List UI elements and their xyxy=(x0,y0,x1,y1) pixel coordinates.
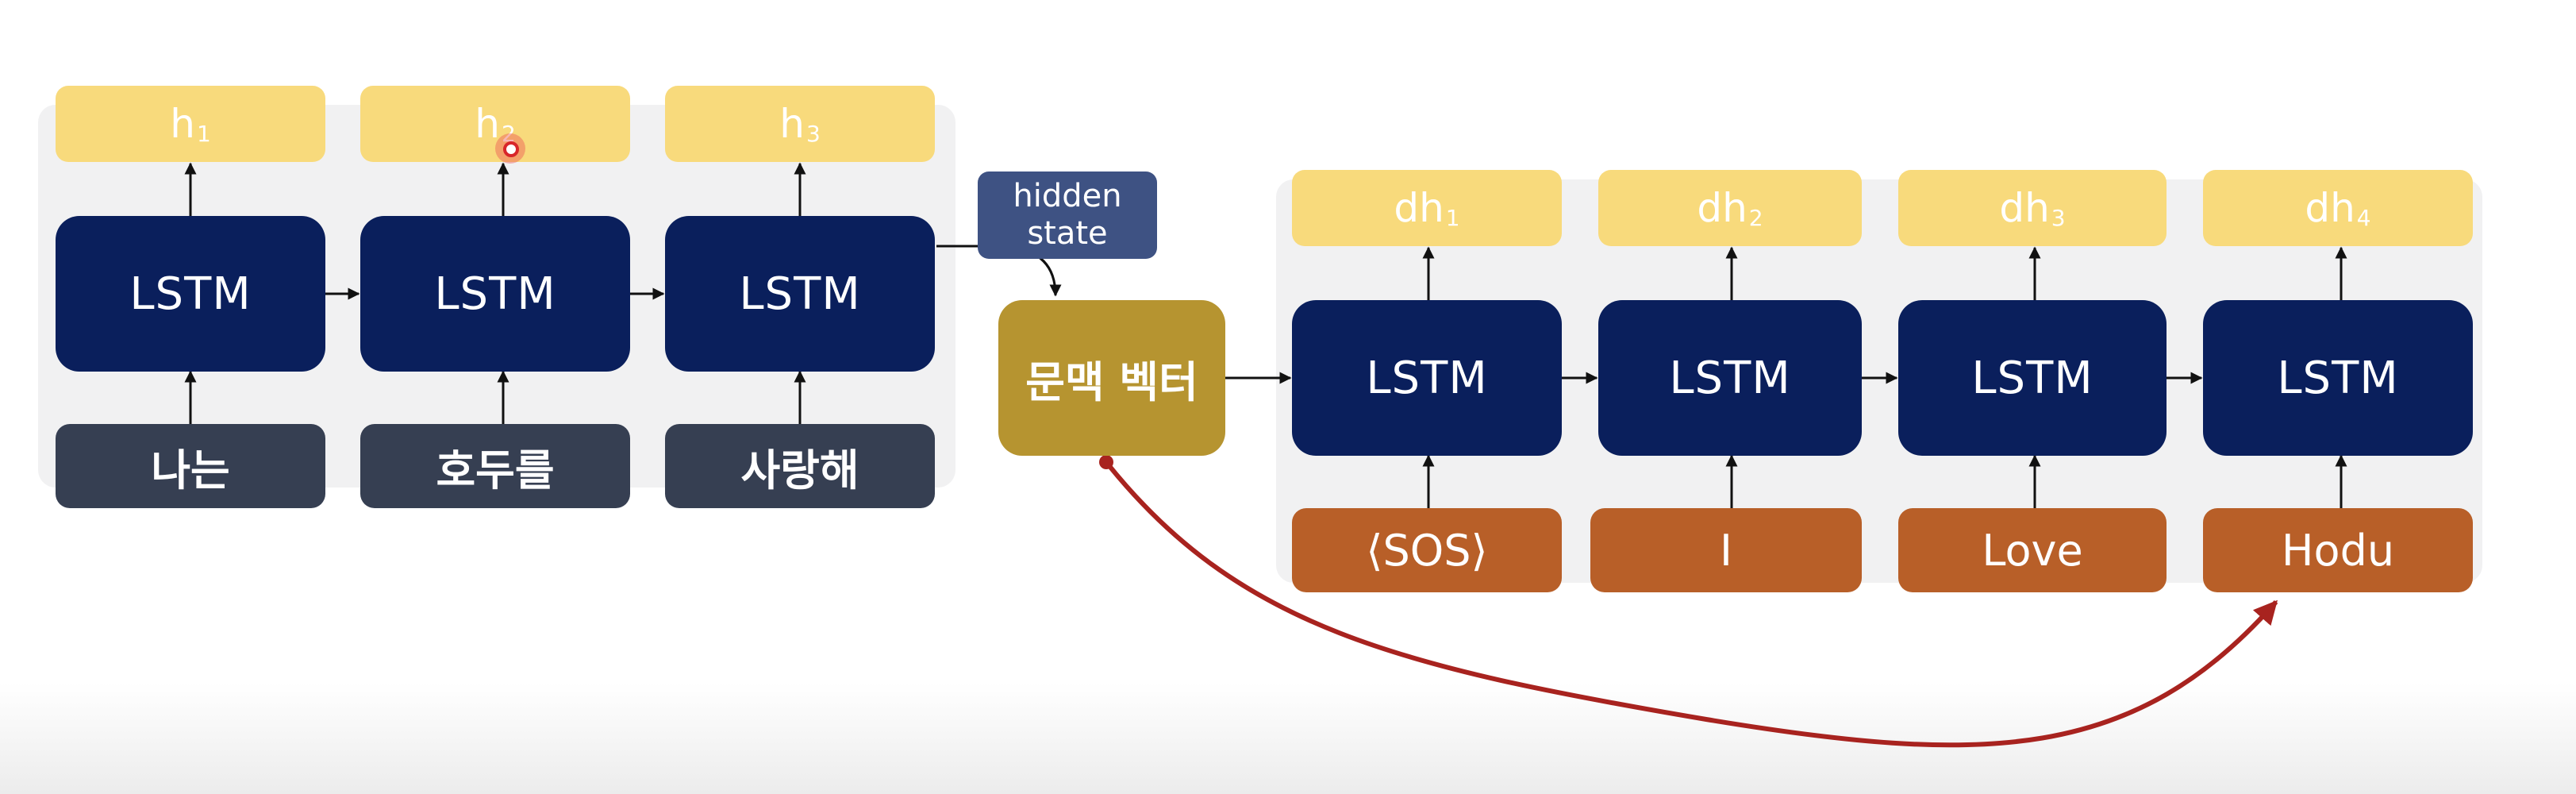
decoder-hidden-dh4-base: dh xyxy=(2305,185,2355,231)
hidden-state-label: hidden state xyxy=(978,172,1157,259)
hidden-state-label-line2: state xyxy=(1027,215,1108,252)
decoder-input-2: I xyxy=(1590,508,1862,592)
mouse-cursor-icon xyxy=(495,133,525,164)
red-curve-start-dot xyxy=(1099,455,1113,469)
encoder-hidden-h1-sub: 1 xyxy=(196,120,211,147)
decoder-lstm-1: LSTM xyxy=(1292,300,1562,456)
decoder-input-3: Love xyxy=(1898,508,2167,592)
encoder-lstm-2: LSTM xyxy=(360,216,630,372)
encoder-hidden-h3-sub: 3 xyxy=(805,120,821,147)
encoder-input-3: 사랑해 xyxy=(665,424,935,508)
encoder-lstm-3: LSTM xyxy=(665,216,935,372)
decoder-lstm-2: LSTM xyxy=(1598,300,1862,456)
encoder-lstm-1: LSTM xyxy=(56,216,325,372)
decoder-lstm-3: LSTM xyxy=(1898,300,2167,456)
encoder-hidden-h2-base: h xyxy=(475,101,500,147)
context-vector: 문맥 벡터 xyxy=(998,300,1225,456)
decoder-hidden-dh2-sub: 2 xyxy=(1748,204,1763,231)
encoder-hidden-h2-sub: 2 xyxy=(501,120,516,147)
decoder-hidden-dh1-base: dh xyxy=(1394,185,1444,231)
hidden-state-label-line1: hidden xyxy=(1013,177,1122,214)
encoder-input-2: 호두를 xyxy=(360,424,630,508)
decoder-hidden-dh4-sub: 4 xyxy=(2356,204,2371,231)
decoder-input-4: Hodu xyxy=(2203,508,2473,592)
decoder-hidden-dh2-base: dh xyxy=(1697,185,1747,231)
decoder-hidden-dh1-sub: 1 xyxy=(1445,204,1460,231)
decoder-hidden-dh3-base: dh xyxy=(1999,185,2050,231)
decoder-lstm-4: LSTM xyxy=(2203,300,2473,456)
decoder-input-1: ⟨SOS⟩ xyxy=(1292,508,1562,592)
encoder-input-1: 나는 xyxy=(56,424,325,508)
encoder-hidden-h1-base: h xyxy=(170,101,195,147)
decoder-hidden-dh3-sub: 3 xyxy=(2051,204,2066,231)
encoder-hidden-h3-base: h xyxy=(779,101,805,147)
